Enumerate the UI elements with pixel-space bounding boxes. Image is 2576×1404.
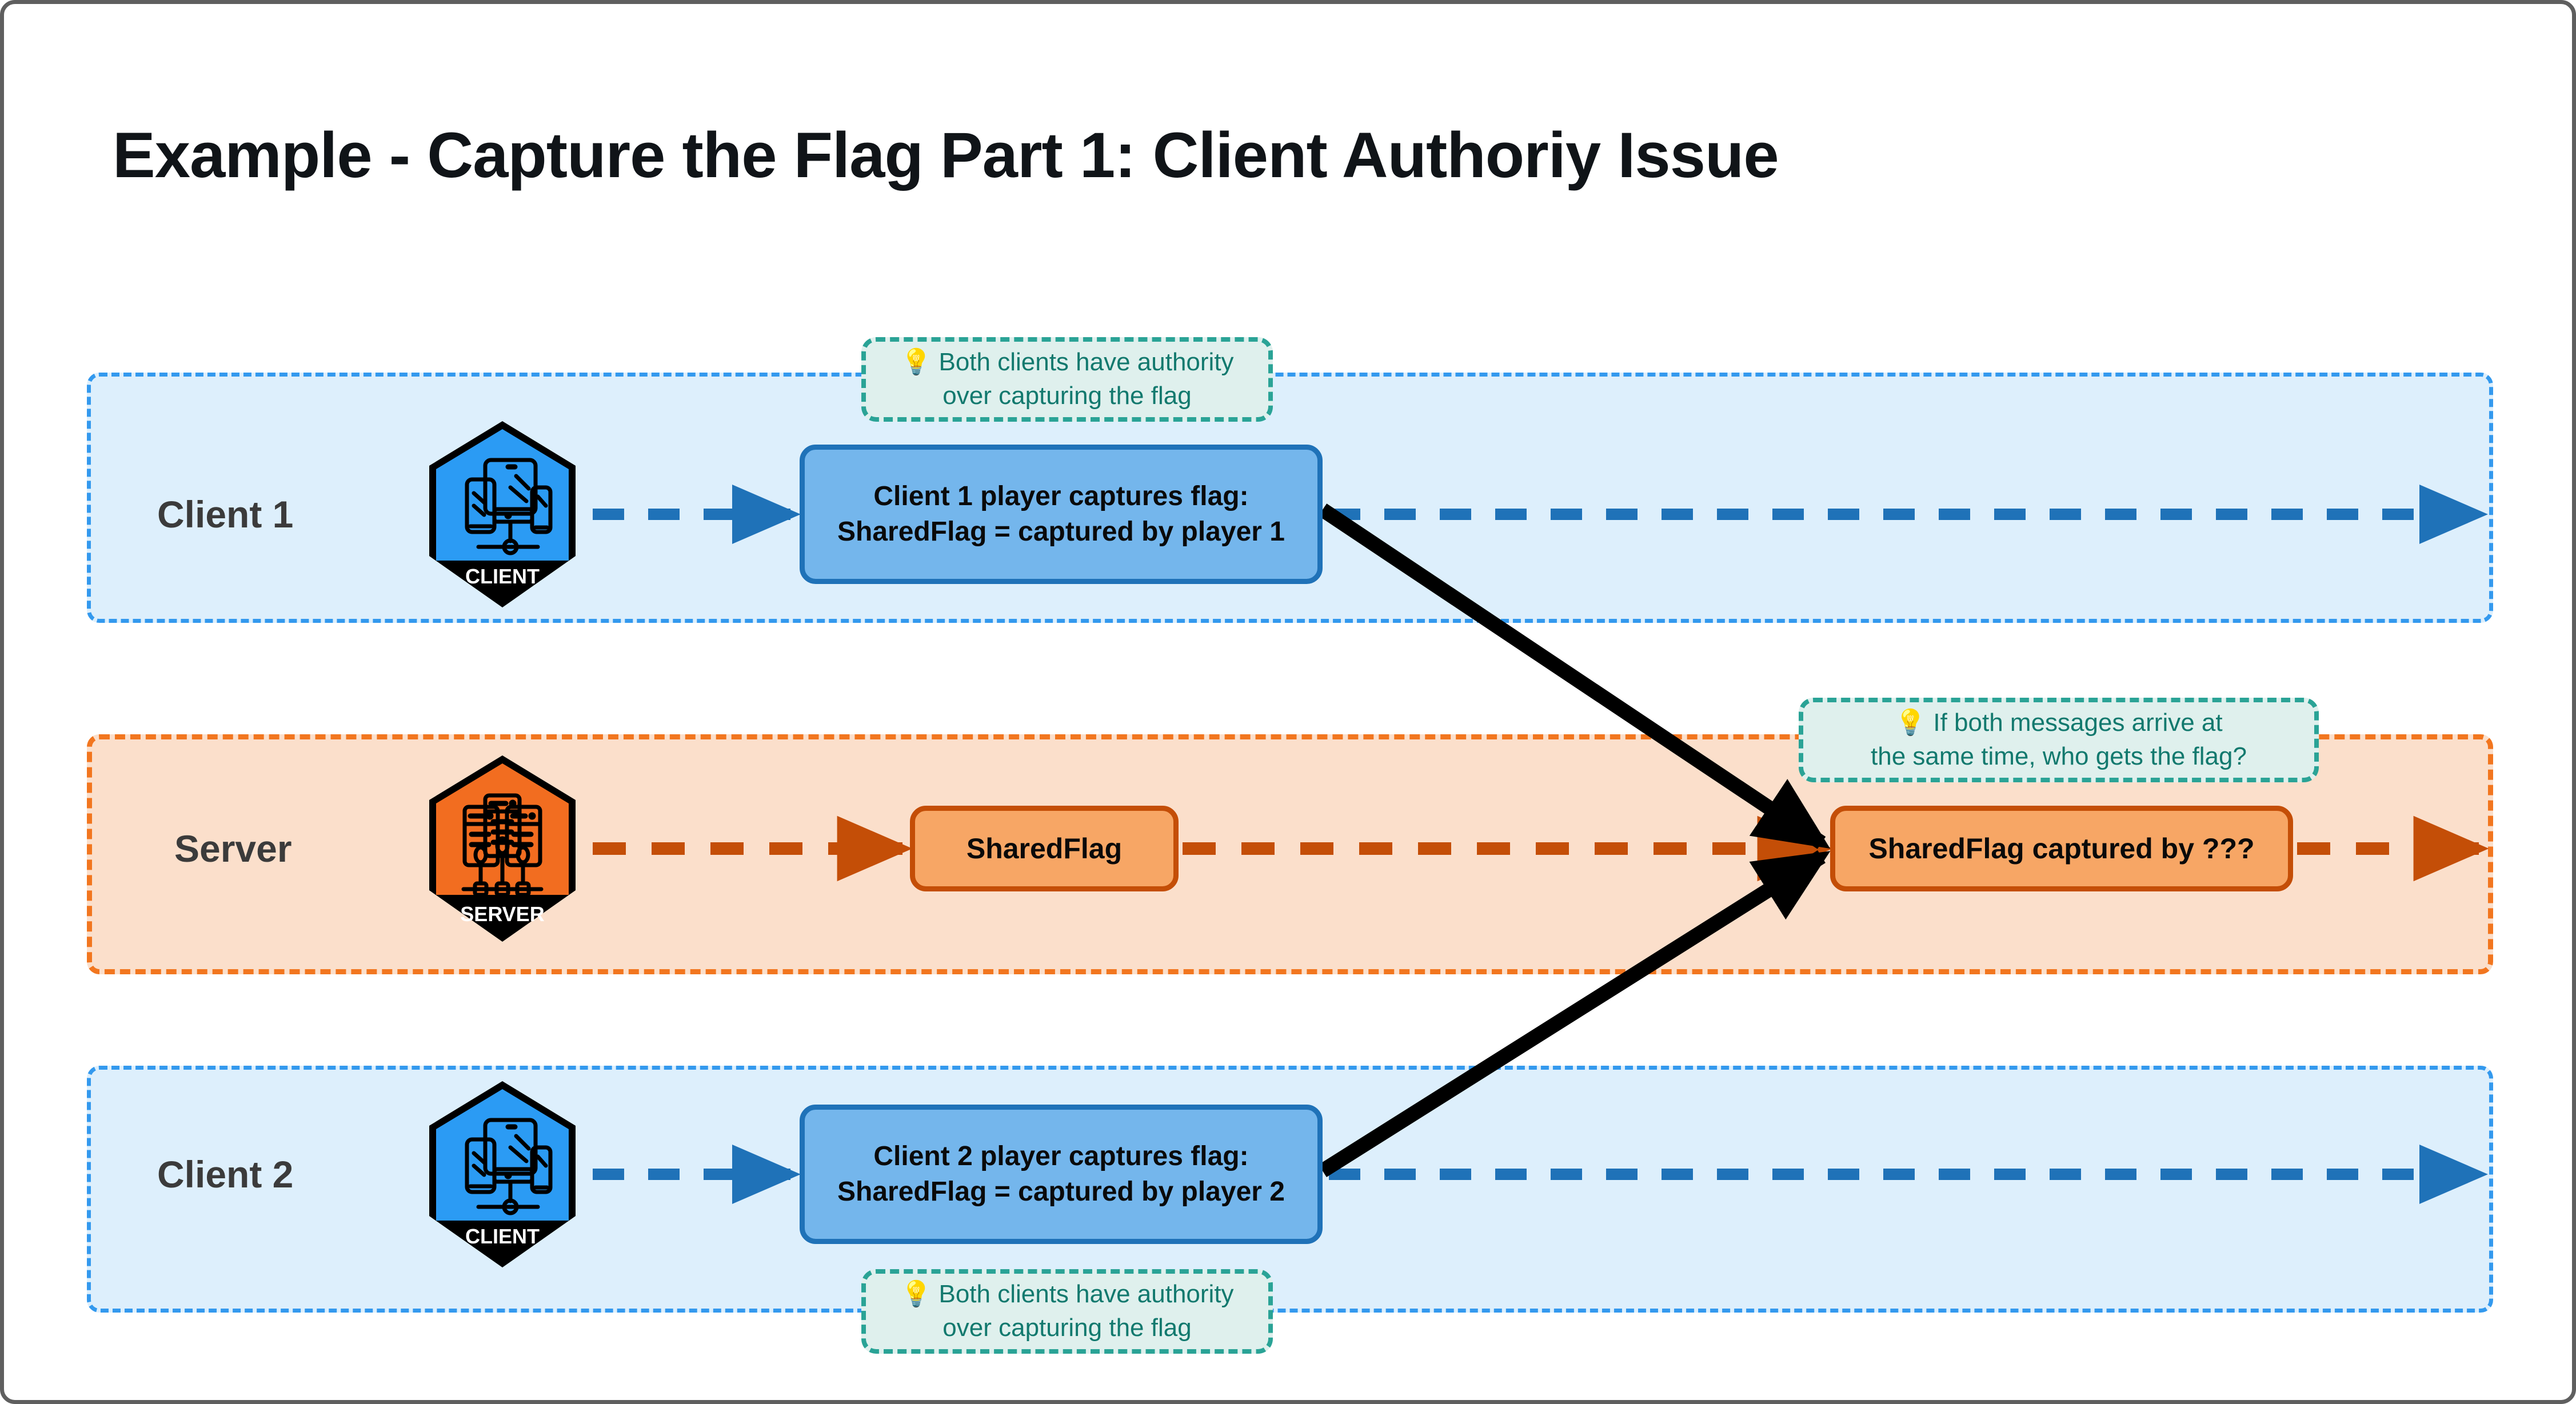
state-box-sharedflag[interactable]: SharedFlag	[910, 806, 1179, 891]
note-line1: If both messages arrive at	[1933, 709, 2223, 737]
state-box-label: SharedFlag	[966, 832, 1123, 865]
note-client-authority-top: 💡 Both clients have authority over captu…	[861, 337, 1273, 422]
lane-label-client1: Client 1	[157, 493, 294, 535]
lane-label-server: Server	[174, 827, 292, 870]
note-line2: over capturing the flag	[942, 1314, 1192, 1342]
badge-server: SERVER	[426, 754, 579, 943]
lightbulb-icon: 💡	[900, 348, 932, 377]
badge-caption-client1: CLIENT	[465, 565, 540, 588]
state-box-label: SharedFlag captured by ???	[1868, 832, 2255, 865]
note-line1: Both clients have authority	[938, 1280, 1234, 1309]
lightbulb-icon: 💡	[900, 1280, 932, 1309]
lightbulb-icon: 💡	[1895, 709, 1927, 737]
desktop-computer-icon	[465, 458, 553, 555]
lane-label-client2: Client 2	[157, 1153, 294, 1195]
state-box-sharedflag-captured[interactable]: SharedFlag captured by ???	[1830, 806, 2293, 891]
message-line2: SharedFlag = captured by player 1	[837, 517, 1285, 547]
note-race-condition: 💡 If both messages arrive at the same ti…	[1799, 698, 2319, 782]
desktop-computer-icon	[465, 1118, 553, 1215]
badge-caption-client2: CLIENT	[465, 1225, 540, 1248]
message-line2: SharedFlag = captured by player 2	[837, 1177, 1285, 1207]
note-client-authority-bottom: 💡 Both clients have authority over captu…	[861, 1269, 1273, 1354]
message-box-client1[interactable]: Client 1 player captures flag: SharedFla…	[800, 445, 1323, 584]
note-line1: Both clients have authority	[938, 348, 1234, 377]
badge-client2: CLIENT	[426, 1080, 579, 1269]
page-title: Example - Capture the Flag Part 1: Clien…	[113, 119, 1779, 191]
server-rack-icon	[461, 793, 544, 897]
note-line2: the same time, who gets the flag?	[1871, 742, 2247, 770]
badge-client1: CLIENT	[426, 420, 579, 609]
note-line2: over capturing the flag	[942, 382, 1192, 410]
badge-caption-server: SERVER	[460, 902, 544, 926]
message-box-client2[interactable]: Client 2 player captures flag: SharedFla…	[800, 1105, 1323, 1244]
message-line1: Client 2 player captures flag:	[873, 1141, 1249, 1171]
message-line1: Client 1 player captures flag:	[873, 481, 1249, 511]
hex-badge-top-fill	[436, 763, 569, 895]
